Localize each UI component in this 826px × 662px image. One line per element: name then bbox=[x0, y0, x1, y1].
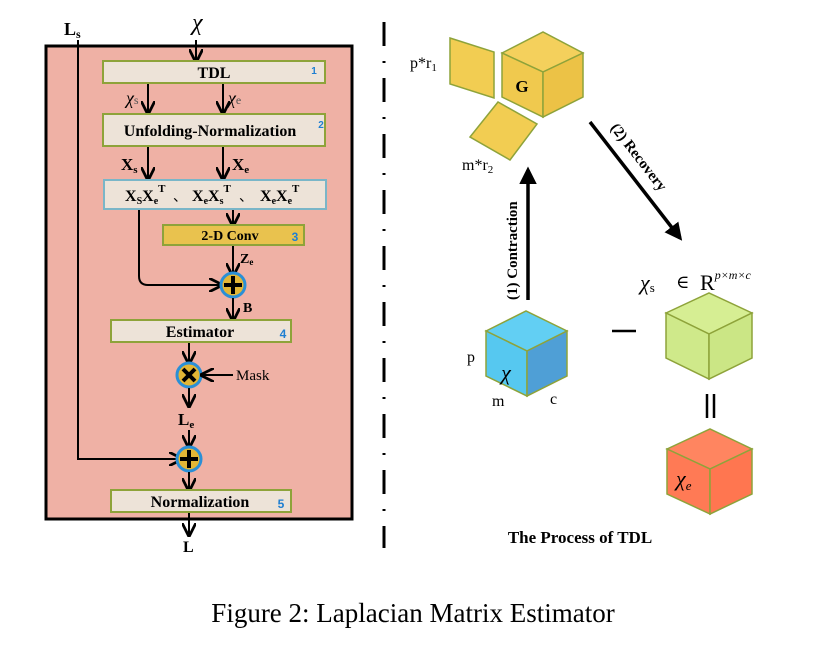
factor-matrix-2 bbox=[468, 101, 539, 161]
tdl-block-label: TDL bbox=[198, 65, 231, 82]
product-block: XSXeT 、 XeXsT 、 XeXeT bbox=[103, 179, 327, 210]
estimator-block: Estimator 4 bbox=[110, 319, 292, 343]
conv-block-label: 2-D Conv bbox=[201, 229, 258, 244]
real-space-label: Rp×m×c bbox=[700, 268, 752, 295]
dim-m-label: m bbox=[492, 393, 505, 410]
error-component-cube: χe bbox=[665, 428, 754, 516]
tdl-block-number: 1 bbox=[311, 66, 317, 77]
estimator-block-number: 4 bbox=[280, 327, 287, 341]
unfolding-block-number: 2 bbox=[318, 120, 324, 131]
unfolding-block-label: Unfolding-Normalization bbox=[124, 123, 297, 140]
input-tensor-cube: χ bbox=[484, 310, 569, 398]
input-tensor-label: χ bbox=[190, 10, 204, 36]
x-e-label: Xe bbox=[232, 155, 249, 176]
input-cube-label: χ bbox=[499, 360, 512, 385]
product-separator-1: 、 bbox=[173, 190, 187, 205]
z-e-label: Ze bbox=[240, 252, 253, 267]
b-label: B bbox=[243, 301, 252, 316]
output-label: L bbox=[183, 539, 194, 556]
skip-connection-line bbox=[77, 40, 180, 459]
dim-c-label: c bbox=[550, 391, 557, 408]
normalization-block-label: Normalization bbox=[151, 494, 250, 511]
arrow-product-to-sum bbox=[138, 210, 220, 285]
product-term-1: XSXeT bbox=[125, 183, 166, 207]
factor-matrix-1 bbox=[449, 36, 495, 100]
recovery-arrow bbox=[588, 120, 683, 241]
conv-block-number: 3 bbox=[292, 230, 299, 244]
factor-2-label: m*r2 bbox=[462, 157, 493, 176]
x-s-label: Xs bbox=[121, 155, 138, 176]
figure-caption: Figure 2: Laplacian Matrix Estimator bbox=[211, 598, 614, 628]
smooth-cube-label: χs bbox=[638, 270, 655, 295]
factor-1-label: p*r1 bbox=[410, 55, 437, 74]
multiply-operator bbox=[175, 361, 203, 389]
conv-block: 2-D Conv 3 bbox=[162, 224, 305, 246]
product-separator-2: 、 bbox=[239, 190, 253, 205]
add-operator-2 bbox=[175, 445, 203, 473]
normalization-block: Normalization 5 bbox=[110, 489, 292, 513]
element-of-symbol: ∈ bbox=[676, 272, 689, 292]
contraction-label: (1) Contraction bbox=[505, 201, 521, 300]
estimator-block-label: Estimator bbox=[166, 324, 234, 341]
core-label: G bbox=[515, 77, 528, 96]
chi-s-label: χs bbox=[124, 88, 139, 108]
add-operator-1 bbox=[219, 271, 247, 299]
product-term-2: XeXsT bbox=[192, 183, 231, 207]
l-e-label: Le bbox=[178, 410, 194, 431]
smooth-component-cube bbox=[664, 292, 754, 381]
mask-label: Mask bbox=[236, 368, 270, 384]
chi-e-label: χe bbox=[226, 88, 241, 108]
skip-input-label: Ls bbox=[64, 19, 81, 41]
unfolding-normalization-block: Unfolding-Normalization 2 bbox=[102, 113, 326, 147]
dim-p-label: p bbox=[467, 349, 475, 366]
tdl-process-title: The Process of TDL bbox=[508, 528, 652, 547]
normalization-block-number: 5 bbox=[278, 497, 285, 511]
product-term-3: XeXeT bbox=[260, 183, 300, 207]
core-tensor-cube: G bbox=[500, 31, 585, 119]
tdl-block: TDL 1 bbox=[102, 60, 326, 84]
error-cube-label: χe bbox=[674, 466, 692, 493]
